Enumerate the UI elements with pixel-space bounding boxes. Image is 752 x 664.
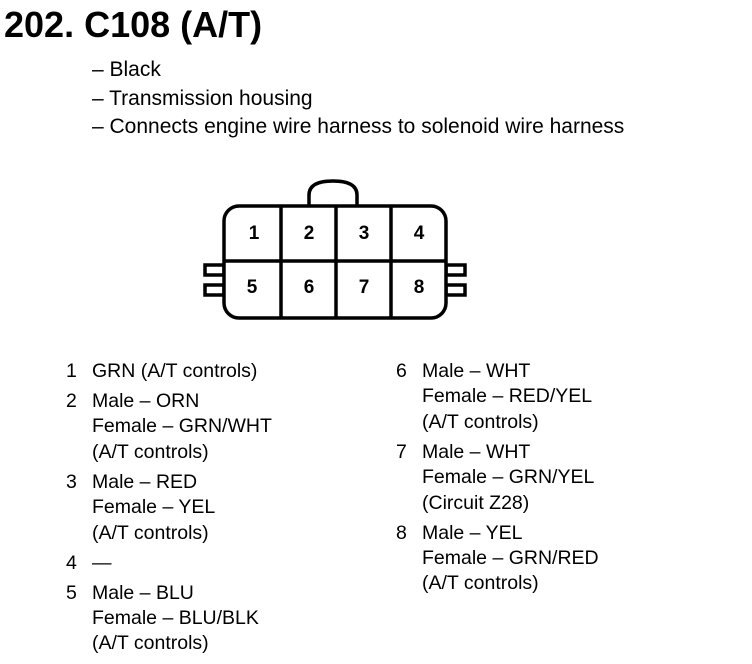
connector-side-clip-left xyxy=(203,283,226,297)
pinout-entry: 3 Male – RED Female – YEL (A/T controls) xyxy=(66,470,272,546)
pin-wire-female: Female – GRN/WHT xyxy=(92,415,272,438)
pinout-entry: 4 — xyxy=(66,551,272,576)
pin-circuit: (A/T controls) xyxy=(422,572,539,595)
pin-wire-male: Male – WHT xyxy=(422,360,531,382)
page-title: 202. C108 (A/T) xyxy=(4,4,263,45)
pinout-entry: 2 Male – ORN Female – GRN/WHT (A/T contr… xyxy=(66,389,272,465)
connector-lock-tab xyxy=(307,179,359,206)
pin-number: 6 xyxy=(396,360,407,382)
pin-label: 7 xyxy=(359,277,370,298)
pin-wire-female: Female – BLU/BLK xyxy=(92,606,259,629)
description-purpose: – Connects engine wire harness to soleno… xyxy=(92,115,625,138)
connector-side-clip-right xyxy=(444,263,467,277)
pin-wire-male: Male – RED xyxy=(92,470,198,493)
pin-wire-female: Female – GRN/RED xyxy=(422,546,599,569)
pin-number: 1 xyxy=(66,360,77,382)
pin-circuit: (A/T controls) xyxy=(422,410,539,433)
connector-diagram: 1 2 3 4 5 6 7 8 xyxy=(203,179,467,320)
pin-label: 1 xyxy=(249,223,260,244)
description-color: – Black xyxy=(92,58,161,81)
pin-number: 5 xyxy=(66,581,77,604)
pin-label: 4 xyxy=(414,223,425,244)
pin-circuit: (Circuit Z28) xyxy=(422,491,530,514)
pin-wire-female: Female – RED/YEL xyxy=(422,385,593,408)
pin-circuit: (A/T controls) xyxy=(92,632,209,655)
pin-label: 5 xyxy=(247,277,258,298)
pin-wire-female: Female – GRN/YEL xyxy=(422,466,595,489)
pinout-entry: 1 GRN (A/T controls) xyxy=(66,359,272,384)
pin-wire-info: — xyxy=(92,551,112,574)
pin-number: 8 xyxy=(396,521,407,544)
description-location: – Transmission housing xyxy=(92,86,313,110)
connector-side-clip-right xyxy=(444,283,467,297)
pin-wire-male: Male – YEL xyxy=(422,521,523,544)
pin-wire-female: Female – YEL xyxy=(92,496,216,519)
pinout-entry: 8 Male – YEL Female – GRN/RED (A/T contr… xyxy=(396,521,599,597)
pinout-entry: 5 Male – BLU Female – BLU/BLK (A/T contr… xyxy=(66,581,272,657)
pin-wire-male: Male – BLU xyxy=(92,581,194,604)
pin-label: 3 xyxy=(359,223,370,244)
pin-wire-info: GRN (A/T controls) xyxy=(92,360,258,382)
pin-number: 2 xyxy=(66,389,77,412)
pin-number: 4 xyxy=(66,551,77,574)
connector-side-clip-left xyxy=(203,263,226,277)
pin-label: 2 xyxy=(304,223,315,244)
pinout-list-left: 1 GRN (A/T controls) 2 Male – ORN Female… xyxy=(66,359,272,661)
pin-label: 8 xyxy=(414,277,425,298)
pin-wire-male: Male – WHT xyxy=(422,440,531,463)
pin-number: 7 xyxy=(396,440,407,463)
pin-circuit: (A/T controls) xyxy=(92,440,209,463)
pinout-entry: 6 Male – WHT Female – RED/YEL (A/T contr… xyxy=(396,359,599,435)
connector-description: – Black – Transmission housing – Connect… xyxy=(92,56,624,142)
pin-label: 6 xyxy=(304,277,315,298)
pinout-entry: 7 Male – WHT Female – GRN/YEL (Circuit Z… xyxy=(396,440,599,516)
pinout-list-right: 6 Male – WHT Female – RED/YEL (A/T contr… xyxy=(396,359,599,601)
pin-circuit: (A/T controls) xyxy=(92,521,209,544)
pin-wire-male: Male – ORN xyxy=(92,389,200,412)
pin-number: 3 xyxy=(66,470,77,493)
